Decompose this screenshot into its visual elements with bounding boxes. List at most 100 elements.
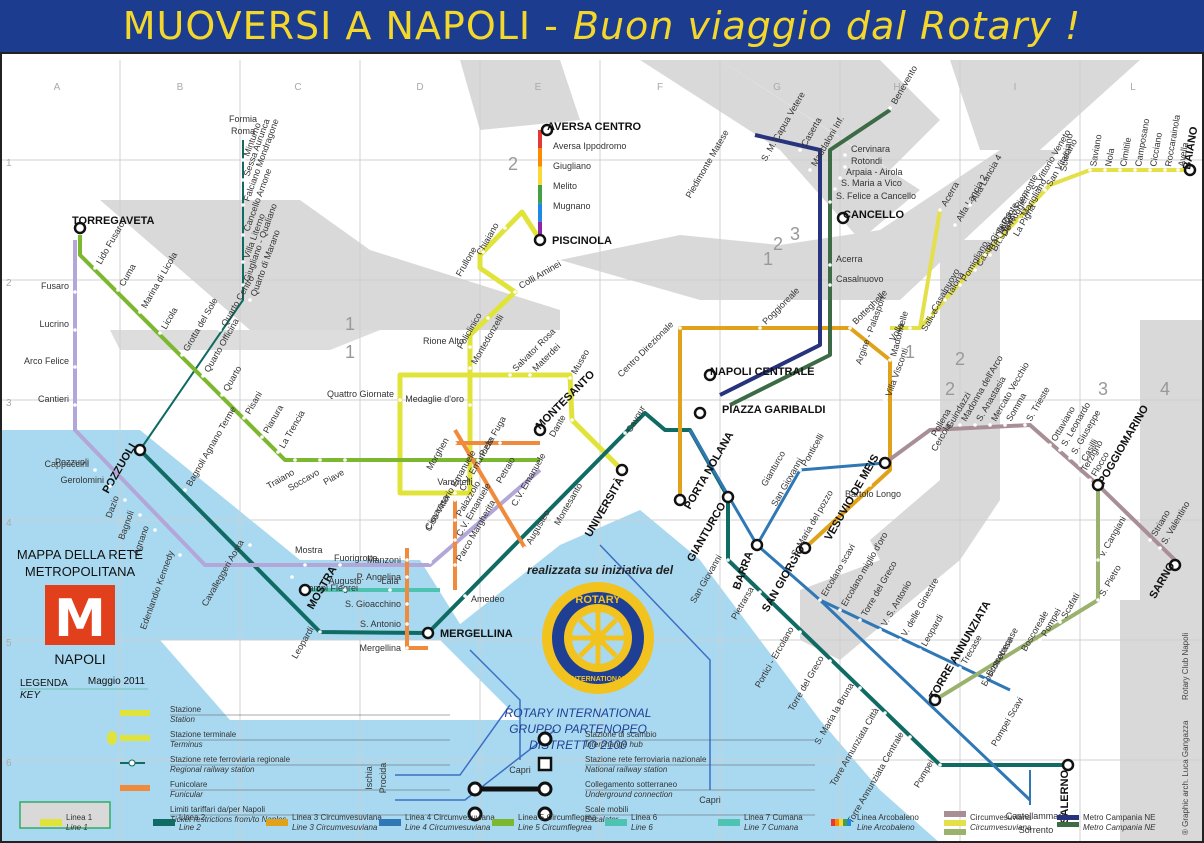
station-l1[interactable]: Chiaiano: [474, 221, 507, 257]
station-l3[interactable]: Bartolo Longo: [845, 483, 901, 499]
station-l1[interactable]: PISCINOLA: [533, 233, 612, 247]
station-mne[interactable]: CANCELLO: [836, 209, 905, 225]
station-l7[interactable]: Mostra: [295, 545, 323, 567]
station-l2[interactable]: MERGELLINA: [421, 626, 513, 640]
station-l7[interactable]: Cappuccini: [44, 459, 97, 472]
station-cv2[interactable]: S. Pietro: [1096, 563, 1123, 602]
station-l7[interactable]: Fusaro: [41, 281, 77, 294]
station-l5[interactable]: Lido Fusaro: [93, 220, 126, 270]
station-l5[interactable]: MONTESANTO: [534, 368, 598, 437]
station-cv2[interactable]: Boscotrecase: [983, 626, 1020, 682]
station-l6[interactable]: Augusto: [328, 576, 362, 592]
station-l7[interactable]: Fuorigrotta: [334, 553, 378, 567]
station-label: Cimitile: [1118, 137, 1133, 168]
station-cvn[interactable]: BAIANO: [1181, 125, 1201, 177]
station-l1[interactable]: Rione Alto: [423, 336, 472, 349]
station-mne[interactable]: Cervinara: [843, 144, 890, 157]
station-lr[interactable]: Formia: [229, 114, 257, 124]
station-dot-icon: [343, 588, 347, 592]
zone-label: 3: [1098, 379, 1108, 399]
station-l4[interactable]: Castellammare: [1006, 811, 1067, 824]
station-fun[interactable]: Cimarosa: [423, 493, 457, 531]
station-label: Piedimonte Matese: [684, 128, 731, 200]
station-fun[interactable]: Mergellina: [359, 643, 409, 653]
station-mne[interactable]: S. Felice a Cancello: [828, 191, 916, 204]
station-l2[interactable]: Campi Flegrei: [290, 575, 358, 593]
map-title-line1: MAPPA DELLA RETE: [17, 547, 144, 562]
station-cvn[interactable]: Avella: [1176, 142, 1190, 172]
legend-line-swatch: [944, 829, 966, 835]
station-fun[interactable]: P. Angelina: [357, 572, 409, 582]
station-mne[interactable]: S. Maria a Vico: [833, 178, 902, 191]
station-l7[interactable]: Gerolomini: [60, 475, 112, 488]
station-mne[interactable]: Acerra: [828, 254, 863, 267]
station-dot-icon: [153, 528, 157, 532]
interchange-icon: [1091, 478, 1105, 492]
station-cvn[interactable]: Nola: [1103, 147, 1116, 172]
connection-label: Capri: [699, 795, 721, 805]
station-dot-icon: [453, 538, 457, 542]
station-dot-icon: [318, 630, 322, 634]
station-l1[interactable]: Medaglie d'oro: [405, 394, 472, 407]
station-l3[interactable]: Centro Direzionale: [616, 319, 682, 379]
station-fun[interactable]: Augusteo: [523, 508, 552, 550]
station-l6[interactable]: Lala: [381, 576, 399, 592]
station-fun[interactable]: Morghen: [424, 436, 457, 472]
station-l5[interactable]: Pisani: [242, 390, 264, 420]
station-l5[interactable]: Piave: [322, 458, 347, 487]
station-l1[interactable]: Quattro Giornate: [327, 389, 402, 402]
station-arc[interactable]: Melito: [545, 181, 577, 194]
station-l7[interactable]: Arco Felice: [24, 356, 77, 369]
station-l2[interactable]: SALERNO: [1059, 758, 1075, 824]
map-header: MUOVERSI A NAPOLI - Buon viaggio dal Rot…: [0, 0, 1204, 52]
station-l7[interactable]: Pozzuoli: [53, 457, 89, 467]
station-cvn[interactable]: Saviano: [1088, 134, 1104, 172]
station-dot-icon: [138, 513, 142, 517]
station-l2[interactable]: PIAZZA GARIBALDI: [693, 404, 825, 420]
station-dot-icon: [983, 253, 987, 257]
station-arc[interactable]: Giugliano: [545, 161, 591, 174]
station-mne[interactable]: Rotondi: [843, 156, 882, 169]
legend-line-swatch: [944, 820, 966, 826]
station-mne[interactable]: Arpaia - Airola: [838, 167, 903, 180]
station-arc[interactable]: Mugnano: [545, 201, 591, 214]
station-mne[interactable]: Piedimonte Matese: [684, 128, 737, 200]
station-l4[interactable]: Sorrento: [1019, 825, 1054, 838]
header-subtitle: Buon viaggio dal Rotary !: [572, 4, 1082, 48]
station-fun[interactable]: P.zza Fuga: [476, 415, 508, 462]
station-fun[interactable]: S. Gioacchino: [345, 599, 409, 609]
station-mne[interactable]: Casalnuovo: [828, 274, 884, 287]
station-label: Medaglie d'oro: [405, 394, 464, 404]
station-l7[interactable]: Cantieri: [38, 394, 77, 407]
station-l1[interactable]: Vanvitelli: [437, 477, 473, 495]
station-dot-icon: [858, 618, 862, 622]
zone-label: 4: [1160, 379, 1170, 399]
station-l1[interactable]: Colli Aminei: [513, 259, 563, 294]
station-cvn[interactable]: Cicciano: [1148, 132, 1164, 172]
station-l2[interactable]: Amedeo: [463, 594, 505, 604]
station-fun[interactable]: S. Antonio: [360, 619, 409, 629]
station-l5[interactable]: Cuma: [116, 262, 138, 292]
station-arc[interactable]: Aversa Ippodromo: [545, 141, 626, 154]
station-cv[interactable]: S. Trieste: [1023, 385, 1052, 427]
station-arc[interactable]: AVERSA CENTRO: [540, 121, 642, 137]
station-l4[interactable]: Leopardi: [918, 613, 945, 652]
station-cvn[interactable]: Cimitile: [1118, 137, 1133, 172]
station-cv2[interactable]: v. Cangiani: [1096, 515, 1128, 562]
station-dot-icon: [623, 431, 627, 435]
station-l2[interactable]: Cavour: [623, 404, 647, 435]
station-l2[interactable]: Bagnoli Agnano Terme: [183, 405, 238, 492]
station-l4[interactable]: Ponticelli: [798, 432, 826, 472]
station-l3[interactable]: NAPOLI CENTRALE: [703, 366, 815, 382]
station-l5[interactable]: Pianura: [260, 403, 285, 439]
station-fun[interactable]: Manzoni: [367, 555, 409, 565]
station-l5[interactable]: Marina di Licola: [138, 250, 179, 314]
station-l5[interactable]: TORREGAVETA: [72, 215, 155, 235]
station-lr[interactable]: Roma: [231, 126, 255, 136]
station-l7[interactable]: Lucrino: [39, 319, 77, 332]
station-dot-icon: [998, 238, 1002, 242]
station-l4[interactable]: Pompei Scavi: [988, 695, 1025, 752]
station-dot-icon: [545, 170, 549, 174]
